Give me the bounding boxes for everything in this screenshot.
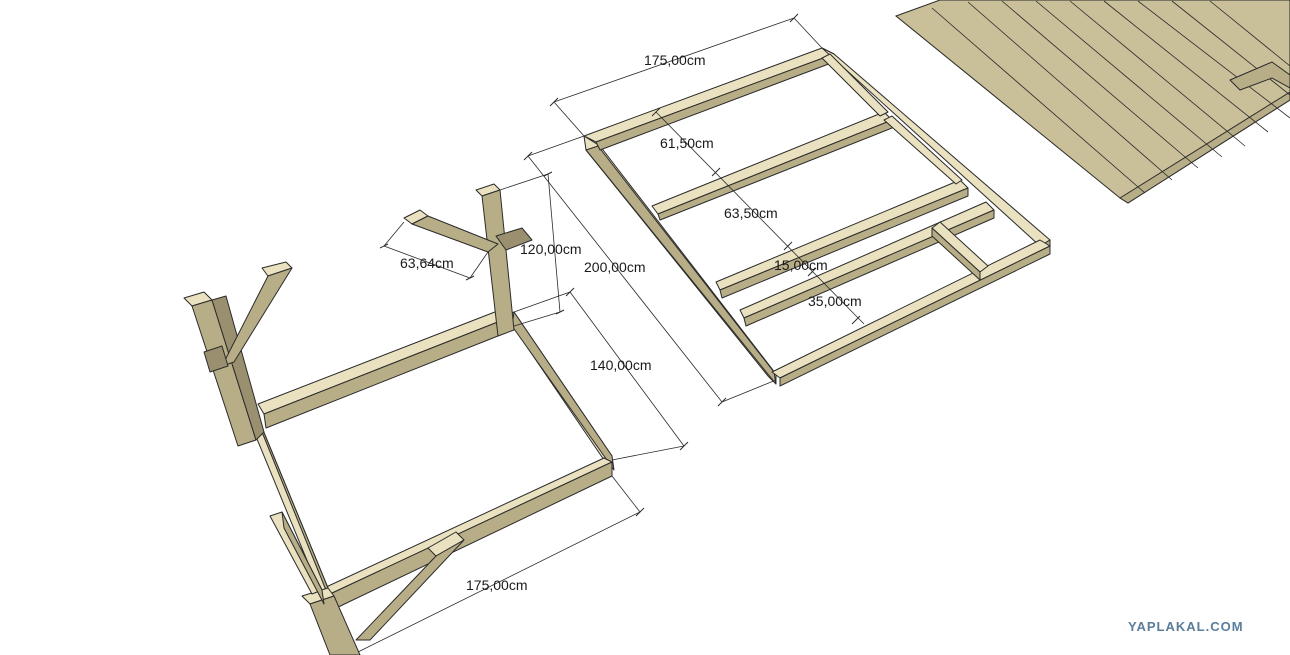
watermark: YAPLAKAL.COM bbox=[1128, 619, 1244, 634]
dimension-bay-2: 63,50cm bbox=[724, 205, 778, 221]
dimension-post-height: 120,00cm bbox=[520, 241, 581, 257]
base-frame bbox=[183, 183, 615, 655]
dimension-brace-length: 63,64cm bbox=[400, 255, 454, 271]
dimension-frame-length: 200,00cm bbox=[584, 259, 645, 275]
dimension-lines bbox=[357, 13, 865, 653]
dimension-bay-3: 15,00cm bbox=[774, 257, 828, 273]
dimension-base-width: 175,00cm bbox=[466, 577, 527, 593]
dimension-bay-1: 61,50cm bbox=[660, 135, 714, 151]
slat-frame bbox=[583, 47, 1051, 387]
dimension-bay-4: 35,00cm bbox=[808, 293, 862, 309]
dimension-frame-width: 175,00cm bbox=[644, 52, 705, 68]
dimension-base-side: 140,00cm bbox=[590, 357, 651, 373]
plank-deck bbox=[894, 0, 1290, 204]
